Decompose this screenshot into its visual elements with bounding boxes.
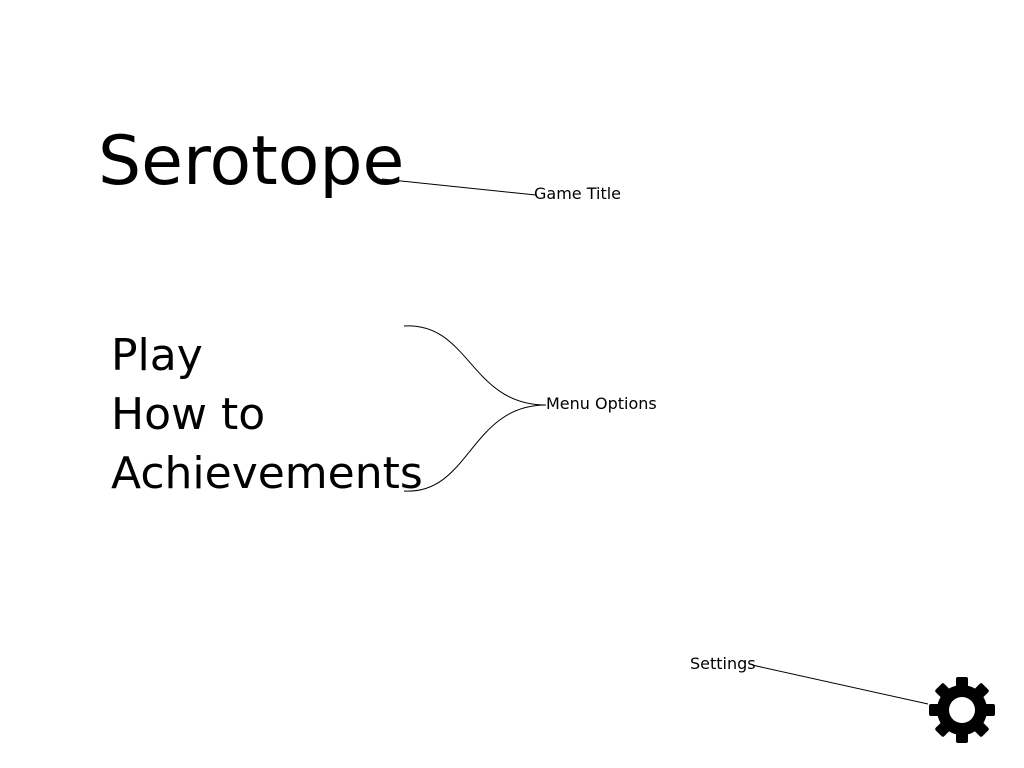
menu-options-annotation: Menu Options	[546, 394, 657, 413]
game-title-annotation: Game Title	[534, 184, 622, 203]
main-menu: Play How to Achievements	[111, 326, 423, 503]
game-title: Serotope	[98, 122, 405, 201]
gear-icon	[929, 677, 995, 743]
settings-connector	[751, 664, 929, 705]
menu-item-achievements[interactable]: Achievements	[111, 448, 423, 499]
menu-item-how-to[interactable]: How to	[111, 389, 266, 440]
settings-annotation: Settings	[690, 654, 756, 673]
menu-options-connector-top	[403, 325, 547, 406]
settings-button[interactable]	[926, 674, 998, 746]
game-title-connector	[381, 178, 537, 196]
menu-options-connector-bottom	[403, 404, 547, 492]
menu-item-play[interactable]: Play	[111, 330, 203, 381]
